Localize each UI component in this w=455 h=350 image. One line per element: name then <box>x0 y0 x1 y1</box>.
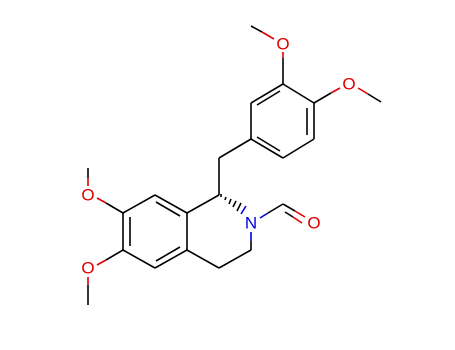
bond <box>330 87 341 94</box>
bond <box>267 203 284 214</box>
oxygen-label: O <box>276 35 289 54</box>
bond <box>357 87 369 95</box>
double-bond <box>155 201 181 217</box>
bond <box>250 25 263 33</box>
bond <box>218 249 252 269</box>
bond <box>250 138 284 159</box>
methoxy-para: O <box>313 75 382 104</box>
oxygen-label: O <box>342 75 355 94</box>
double-bond <box>256 136 281 152</box>
formyl-group: O <box>259 203 321 233</box>
hash <box>224 196 227 201</box>
hash <box>236 202 242 212</box>
bond <box>105 202 124 214</box>
bond <box>96 259 107 266</box>
oxygen-label: O <box>81 186 94 205</box>
methoxy-c7: O <box>81 168 124 214</box>
bond <box>282 203 296 212</box>
bond <box>313 92 332 104</box>
bond <box>122 249 156 269</box>
double-bond <box>292 216 303 224</box>
nitrogen-label: N <box>245 214 257 233</box>
bond <box>218 138 252 159</box>
piperidine-ring: N <box>186 194 257 269</box>
bond <box>282 138 315 159</box>
bond <box>186 194 220 214</box>
double-bond <box>155 246 181 262</box>
hash <box>232 200 237 208</box>
bond <box>282 83 315 104</box>
bond <box>367 93 382 103</box>
bond <box>96 197 107 204</box>
methoxy-c6: O <box>81 249 124 305</box>
isoquinoline-benzene-ring <box>122 194 188 269</box>
bond <box>294 210 306 218</box>
bond <box>261 31 275 40</box>
oxygen-label: O <box>81 259 94 278</box>
oxygen-label: O <box>307 214 320 233</box>
methoxy-meta: O <box>250 25 290 84</box>
hash <box>228 198 232 205</box>
bond <box>122 194 156 214</box>
bond <box>154 249 188 269</box>
bond <box>154 194 188 214</box>
bond <box>105 249 124 261</box>
hash <box>240 205 247 215</box>
double-bond <box>284 211 294 218</box>
benzyl-linker <box>218 138 252 195</box>
double-bond <box>256 90 281 106</box>
stereo-hash-bond <box>220 194 247 215</box>
bond <box>250 83 284 104</box>
bond <box>186 249 220 269</box>
bond <box>259 212 269 219</box>
dimethoxyphenyl-ring <box>250 83 315 159</box>
